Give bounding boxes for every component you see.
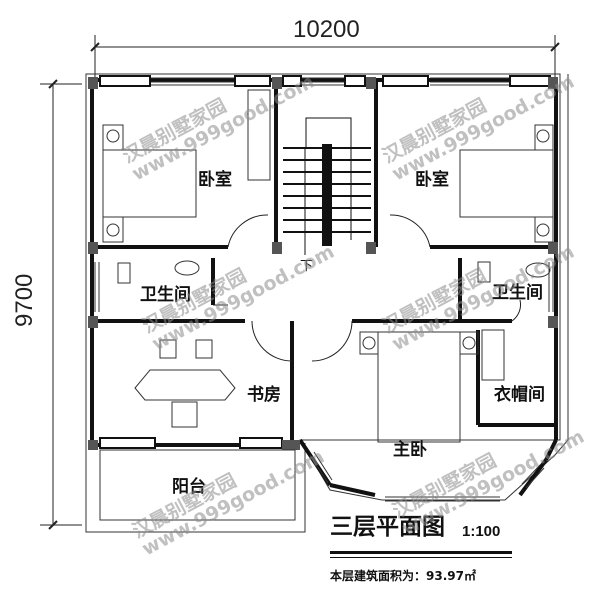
title-underline: [330, 551, 512, 554]
height-dimension: 9700: [11, 273, 38, 327]
window-frames: [99, 75, 551, 449]
room-label-bathroom-right: 卫生间: [492, 283, 543, 303]
windows: [94, 77, 554, 502]
outer-outline: [85, 73, 569, 533]
plan-scale: 1:100: [462, 523, 501, 540]
staircase: [283, 117, 371, 255]
dimension-lines: [40, 35, 560, 530]
walls: [90, 78, 558, 497]
columns: [88, 77, 558, 450]
door-swings: [213, 214, 521, 362]
room-label-study: 书房: [247, 385, 281, 405]
room-label-bathroom-left: 卫生间: [140, 285, 191, 305]
stair-direction-label: 下: [300, 259, 314, 274]
title-underline-thin: [330, 557, 512, 558]
width-dimension: 10200: [293, 16, 360, 43]
floor-area-text: 本层建筑面积为：93.97㎡: [330, 569, 476, 583]
room-label-walk-in-closet: 衣帽间: [494, 385, 545, 405]
plan-title: 三层平面图: [330, 514, 445, 540]
room-label-bedroom-left: 卧室: [198, 170, 232, 190]
furniture: [99, 89, 554, 521]
room-label-master-bedroom: 主卧: [393, 440, 427, 460]
room-label-balcony: 阳台: [172, 477, 206, 497]
room-label-bedroom-right: 卧室: [415, 170, 449, 190]
